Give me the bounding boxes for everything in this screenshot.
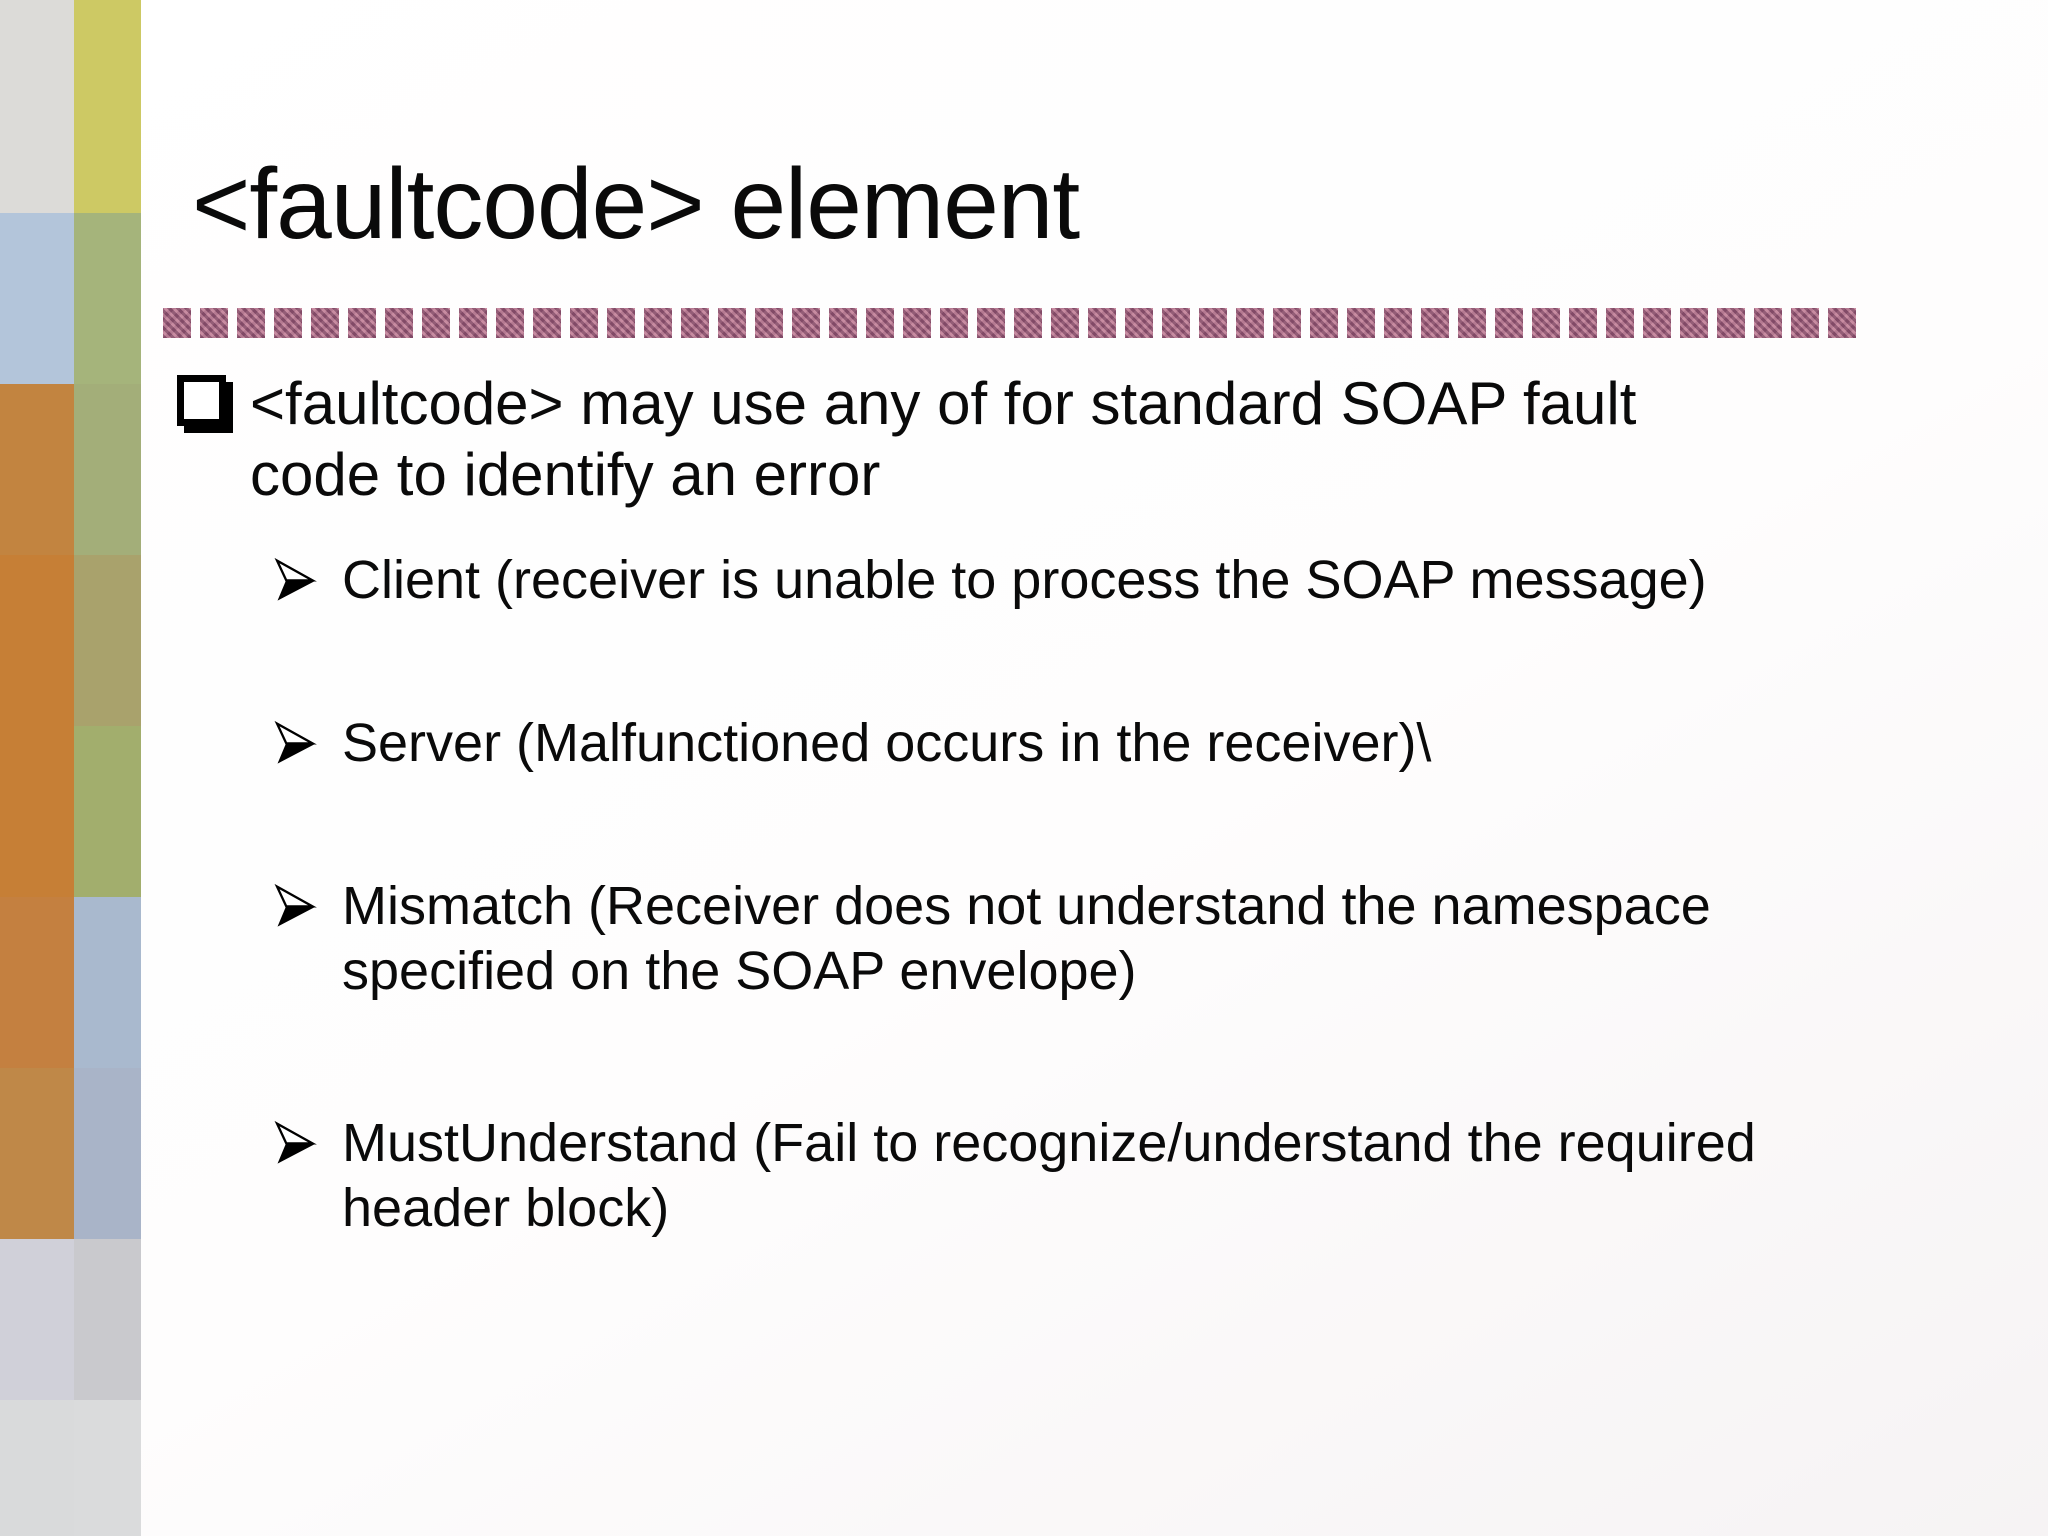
separator-square (1014, 308, 1042, 338)
bullet-text-line: Mismatch (Receiver does not understand t… (342, 876, 1711, 936)
bullet-item: Server (Malfunctioned occurs in the rece… (272, 711, 1431, 776)
separator-square (903, 308, 931, 338)
bullet-text-line: header block) (342, 1178, 670, 1238)
bullet-text-line: Server (Malfunctioned occurs in the rece… (342, 713, 1432, 773)
separator-square (1828, 308, 1856, 338)
bullet-text-line: MustUnderstand (Fail to recognize/unders… (342, 1113, 1756, 1173)
arrow-bullet-icon (272, 555, 318, 603)
checkbox-bullet-icon (177, 375, 226, 426)
mosaic-tile (0, 1400, 74, 1536)
mosaic-tile (74, 1239, 141, 1400)
separator-square (1791, 308, 1819, 338)
separator-square (1643, 308, 1671, 338)
mosaic-tile (74, 384, 141, 555)
separator-square (200, 308, 228, 338)
bullet-text-line: specified on the SOAP envelope) (342, 941, 1137, 1001)
separator-square (644, 308, 672, 338)
separator-square (1421, 308, 1449, 338)
separator-square (1384, 308, 1412, 338)
bullet-item: <faultcode> may use any of for standard … (176, 368, 1636, 510)
separator-square (607, 308, 635, 338)
separator-square (1532, 308, 1560, 338)
separator-square (1273, 308, 1301, 338)
separator-square (718, 308, 746, 338)
mosaic-tile (74, 0, 141, 213)
slide-title: <faultcode> element (192, 148, 1080, 260)
mosaic-tile (74, 1400, 141, 1536)
separator-square (533, 308, 561, 338)
sidebar-mosaic (0, 0, 141, 1536)
separator-square (570, 308, 598, 338)
mosaic-tile (74, 1068, 141, 1239)
mosaic-tile (0, 1239, 74, 1400)
separator-square (311, 308, 339, 338)
mosaic-tile (74, 897, 141, 1068)
separator-square (459, 308, 487, 338)
mosaic-tile (0, 726, 74, 897)
bullet-text-line: code to identify an error (250, 441, 881, 508)
separator-square (348, 308, 376, 338)
arrow-bullet-icon (272, 718, 318, 766)
separator-square (163, 308, 191, 338)
bullet-item: Mismatch (Receiver does not understand t… (272, 874, 1711, 1004)
separator-square (681, 308, 709, 338)
separator-square (385, 308, 413, 338)
separator-square (866, 308, 894, 338)
mosaic-tile (0, 1068, 74, 1239)
separator-square (1051, 308, 1079, 338)
mosaic-tile (0, 384, 74, 555)
separator-square (422, 308, 450, 338)
title-separator (163, 308, 1856, 338)
separator-square (940, 308, 968, 338)
separator-square (237, 308, 265, 338)
separator-square (1495, 308, 1523, 338)
mosaic-tile (74, 726, 141, 897)
separator-square (792, 308, 820, 338)
mosaic-tile (0, 213, 74, 384)
separator-square (274, 308, 302, 338)
mosaic-tile (0, 555, 74, 726)
separator-square (1606, 308, 1634, 338)
separator-square (829, 308, 857, 338)
arrow-bullet-icon (272, 881, 318, 929)
arrow-bullet-icon (272, 1118, 318, 1166)
mosaic-tile (74, 555, 141, 726)
separator-square (1162, 308, 1190, 338)
separator-square (1680, 308, 1708, 338)
separator-square (755, 308, 783, 338)
separator-square (496, 308, 524, 338)
mosaic-tile (0, 0, 74, 213)
separator-square (1347, 308, 1375, 338)
separator-square (1310, 308, 1338, 338)
separator-square (1569, 308, 1597, 338)
separator-square (1236, 308, 1264, 338)
separator-square (1199, 308, 1227, 338)
mosaic-tile (0, 897, 74, 1068)
bullet-text-line: Client (receiver is unable to process th… (342, 550, 1707, 610)
separator-square (977, 308, 1005, 338)
bullet-item: Client (receiver is unable to process th… (272, 548, 1707, 613)
bullet-item: MustUnderstand (Fail to recognize/unders… (272, 1111, 1756, 1241)
separator-square (1125, 308, 1153, 338)
mosaic-tile (74, 213, 141, 384)
separator-square (1458, 308, 1486, 338)
separator-square (1088, 308, 1116, 338)
separator-square (1754, 308, 1782, 338)
separator-square (1717, 308, 1745, 338)
bullet-text-line: <faultcode> may use any of for standard … (250, 370, 1637, 437)
